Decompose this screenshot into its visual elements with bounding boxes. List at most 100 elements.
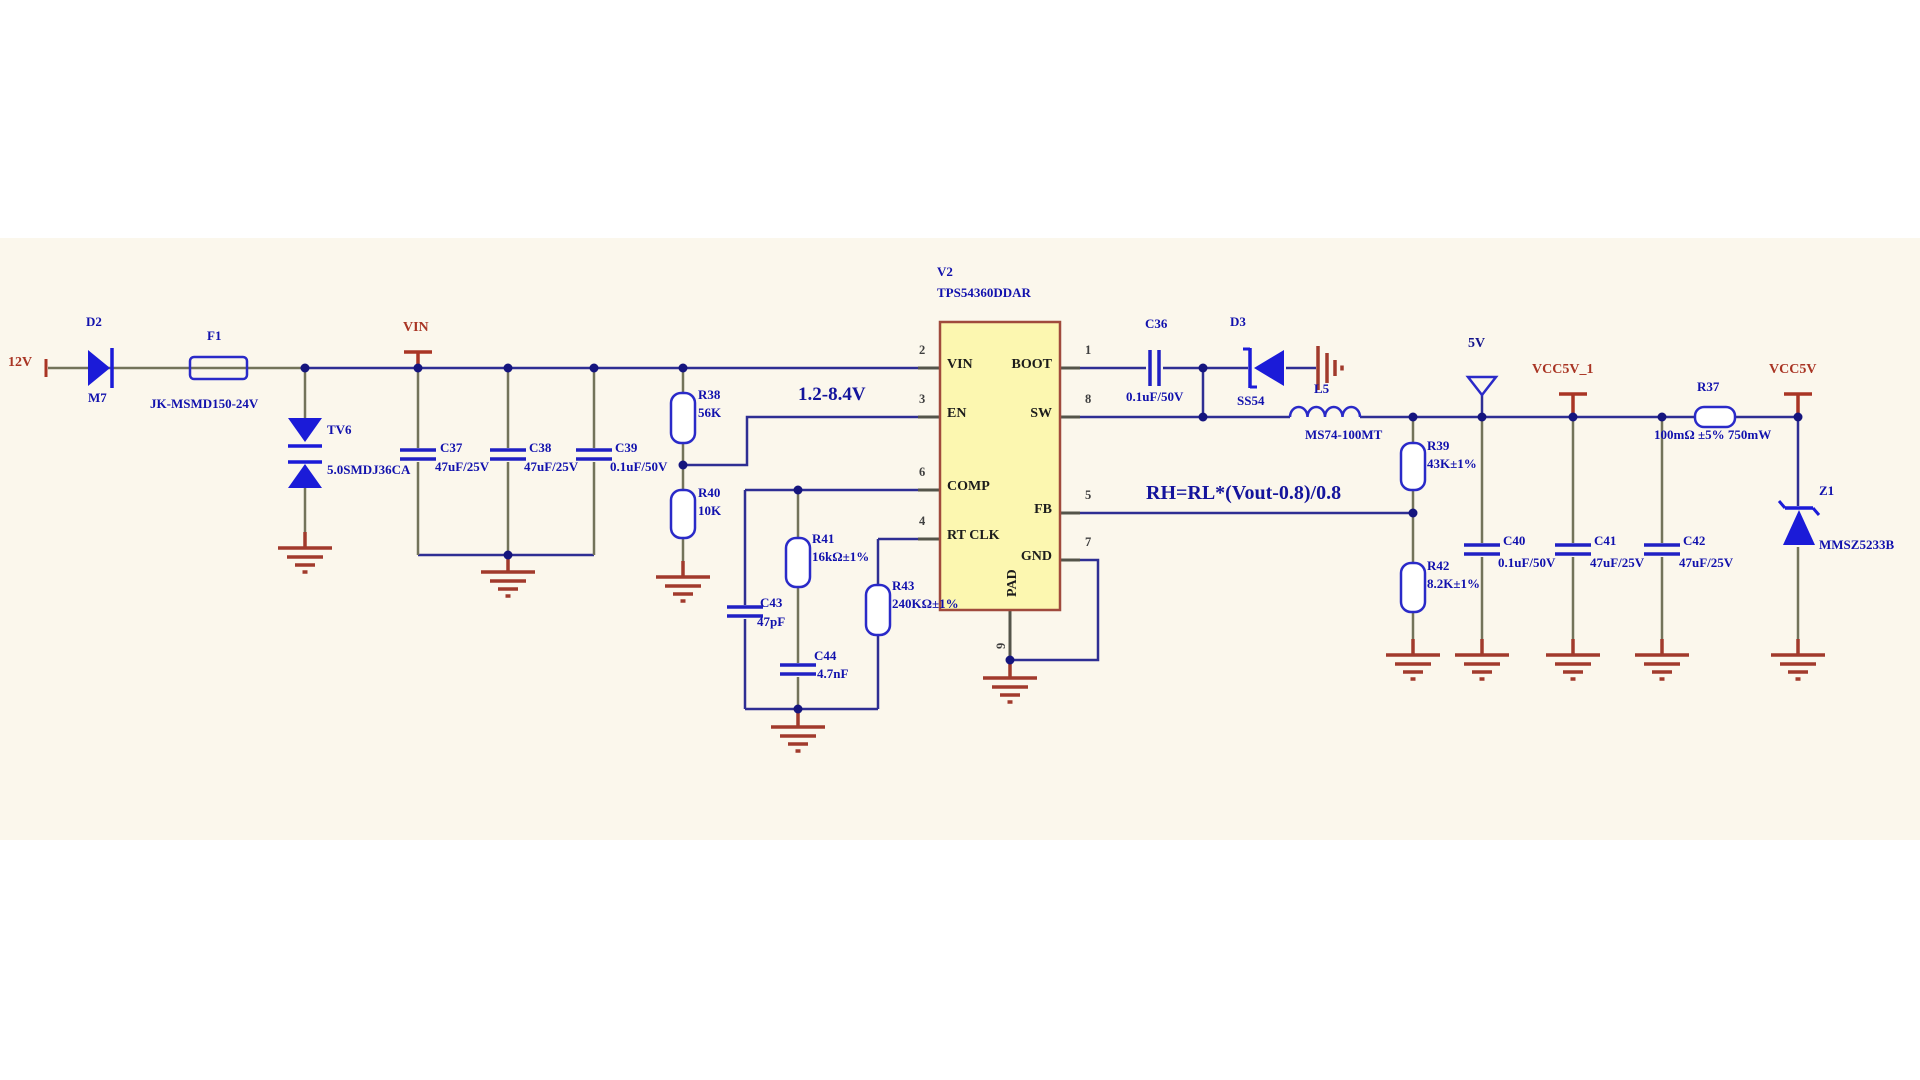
label-c39-ref: C39 <box>615 440 638 455</box>
ic-pin-num-7: 7 <box>1085 535 1092 549</box>
label-r37-ref: R37 <box>1697 379 1720 394</box>
label-c37-value: 47uF/25V <box>435 459 490 474</box>
net-label-vin: VIN <box>403 320 429 335</box>
annotation-fb-formula: RH=RL*(Vout-0.8)/0.8 <box>1146 482 1342 504</box>
ic-pin-num-4: 4 <box>919 514 926 528</box>
label-r41-value: 16kΩ±1% <box>812 549 870 564</box>
label-r43-value: 240KΩ±1% <box>892 596 959 611</box>
power-port-5v-icon <box>1465 375 1499 398</box>
diode-d2 <box>88 348 114 388</box>
ic-body <box>938 320 1062 612</box>
ground-sideways-d3 <box>1316 346 1344 390</box>
label-r41-ref: R41 <box>812 531 835 546</box>
ic-pin-name-vin: VIN <box>947 357 973 372</box>
label-r39-value: 43K±1% <box>1427 456 1477 471</box>
label-tv6-ref: TV6 <box>327 422 352 437</box>
label-d3-part: SS54 <box>1237 393 1265 408</box>
ic-pin-name-pad: PAD <box>1005 569 1020 597</box>
net-label-5v: 5V <box>1468 336 1486 351</box>
ic-pin-name-gnd: GND <box>1020 549 1052 564</box>
resistor-r37 <box>1693 405 1737 429</box>
tvs-tv6 <box>288 418 322 488</box>
ic-pin-name-boot: BOOT <box>1011 357 1052 372</box>
resistors <box>669 391 1737 637</box>
ic-pin-name-comp: COMP <box>947 479 990 494</box>
label-d3-ref: D3 <box>1230 314 1246 329</box>
resistor-r40 <box>669 488 697 540</box>
label-c38-value: 47uF/25V <box>524 459 579 474</box>
ic-pin-num-3: 3 <box>919 392 926 406</box>
capacitors <box>400 350 1680 676</box>
label-r42-ref: R42 <box>1427 558 1450 573</box>
resistor-r41 <box>784 536 812 589</box>
label-c42-value: 47uF/25V <box>1679 555 1734 570</box>
label-c44-value: 4.7nF <box>817 666 849 681</box>
label-r42-value: 8.2K±1% <box>1427 576 1480 591</box>
net-label-vcc5v-1: VCC5V_1 <box>1532 362 1594 377</box>
ic-pin-num-9: 9 <box>994 642 1008 649</box>
ic-pin-name-sw: SW <box>1030 406 1052 421</box>
net-label-12v: 12V <box>8 355 33 370</box>
ic-pin-num-8: 8 <box>1085 392 1092 406</box>
capacitor-c36 <box>1148 350 1161 386</box>
ic-pin-name-rtclk: RT CLK <box>947 528 1000 543</box>
resistor-r39 <box>1399 441 1427 492</box>
power-port-bars <box>404 350 1812 417</box>
label-l5-ref: L5 <box>1314 381 1330 396</box>
label-c39-value: 0.1uF/50V <box>610 459 668 474</box>
capacitor-c40 <box>1464 543 1500 556</box>
label-c37-ref: C37 <box>440 440 463 455</box>
label-c40-ref: C40 <box>1503 533 1526 548</box>
label-z1-ref: Z1 <box>1819 483 1835 498</box>
label-r40-value: 10K <box>698 503 722 518</box>
capacitor-c43 <box>727 605 763 618</box>
capacitor-c39 <box>576 448 612 461</box>
zener-z1 <box>1777 500 1821 545</box>
component-leads <box>48 366 1800 709</box>
label-c44-ref: C44 <box>814 648 837 663</box>
label-r40-ref: R40 <box>698 485 721 500</box>
ic-pin-num-5: 5 <box>1085 488 1092 502</box>
label-c43-ref: C43 <box>760 595 783 610</box>
capacitor-c44 <box>780 663 816 676</box>
diode-d3 <box>1243 347 1284 389</box>
label-r39-ref: R39 <box>1427 438 1450 453</box>
ic-pin-name-en: EN <box>947 406 967 421</box>
ic-pin-num-1: 1 <box>1085 343 1092 357</box>
label-c38-ref: C38 <box>529 440 552 455</box>
label-f1-ref: F1 <box>207 328 222 343</box>
net-label-vcc5v: VCC5V <box>1769 362 1817 377</box>
label-c41-value: 47uF/25V <box>1590 555 1645 570</box>
label-r38-ref: R38 <box>698 387 721 402</box>
capacitor-c37 <box>400 448 436 461</box>
annotation-en-range: 1.2-8.4V <box>798 384 866 405</box>
label-c40-value: 0.1uF/50V <box>1498 555 1556 570</box>
label-r37-value: 100mΩ ±5% 750mW <box>1654 427 1772 442</box>
label-ic-part: TPS54360DDAR <box>937 285 1031 300</box>
ic-pin-num-6: 6 <box>919 465 926 479</box>
ic-pin-name-fb: FB <box>1034 502 1052 517</box>
label-tv6-part: 5.0SMDJ36CA <box>327 462 411 477</box>
fuse-f1 <box>188 355 249 381</box>
label-d2-part: M7 <box>88 390 107 405</box>
inductor-l5 <box>1288 405 1362 418</box>
resistor-r38 <box>669 391 697 445</box>
label-d2-ref: D2 <box>86 314 102 329</box>
label-r43-ref: R43 <box>892 578 915 593</box>
label-ic-ref: V2 <box>937 264 953 279</box>
ic-pin-stubs <box>918 366 1080 562</box>
resistor-r43 <box>864 583 892 637</box>
label-l5-part: MS74-100MT <box>1305 427 1383 442</box>
capacitor-c41 <box>1555 543 1591 556</box>
resistor-r42 <box>1399 561 1427 614</box>
label-r38-value: 56K <box>698 405 722 420</box>
label-c41-ref: C41 <box>1594 533 1617 548</box>
junction-dots <box>300 363 1803 714</box>
label-c36-ref: C36 <box>1145 316 1168 331</box>
label-c36-value: 0.1uF/50V <box>1126 389 1184 404</box>
label-f1-part: JK-MSMD150-24V <box>150 396 259 411</box>
label-c43-value: 47pF <box>757 614 786 629</box>
label-z1-part: MMSZ5233B <box>1819 537 1895 552</box>
